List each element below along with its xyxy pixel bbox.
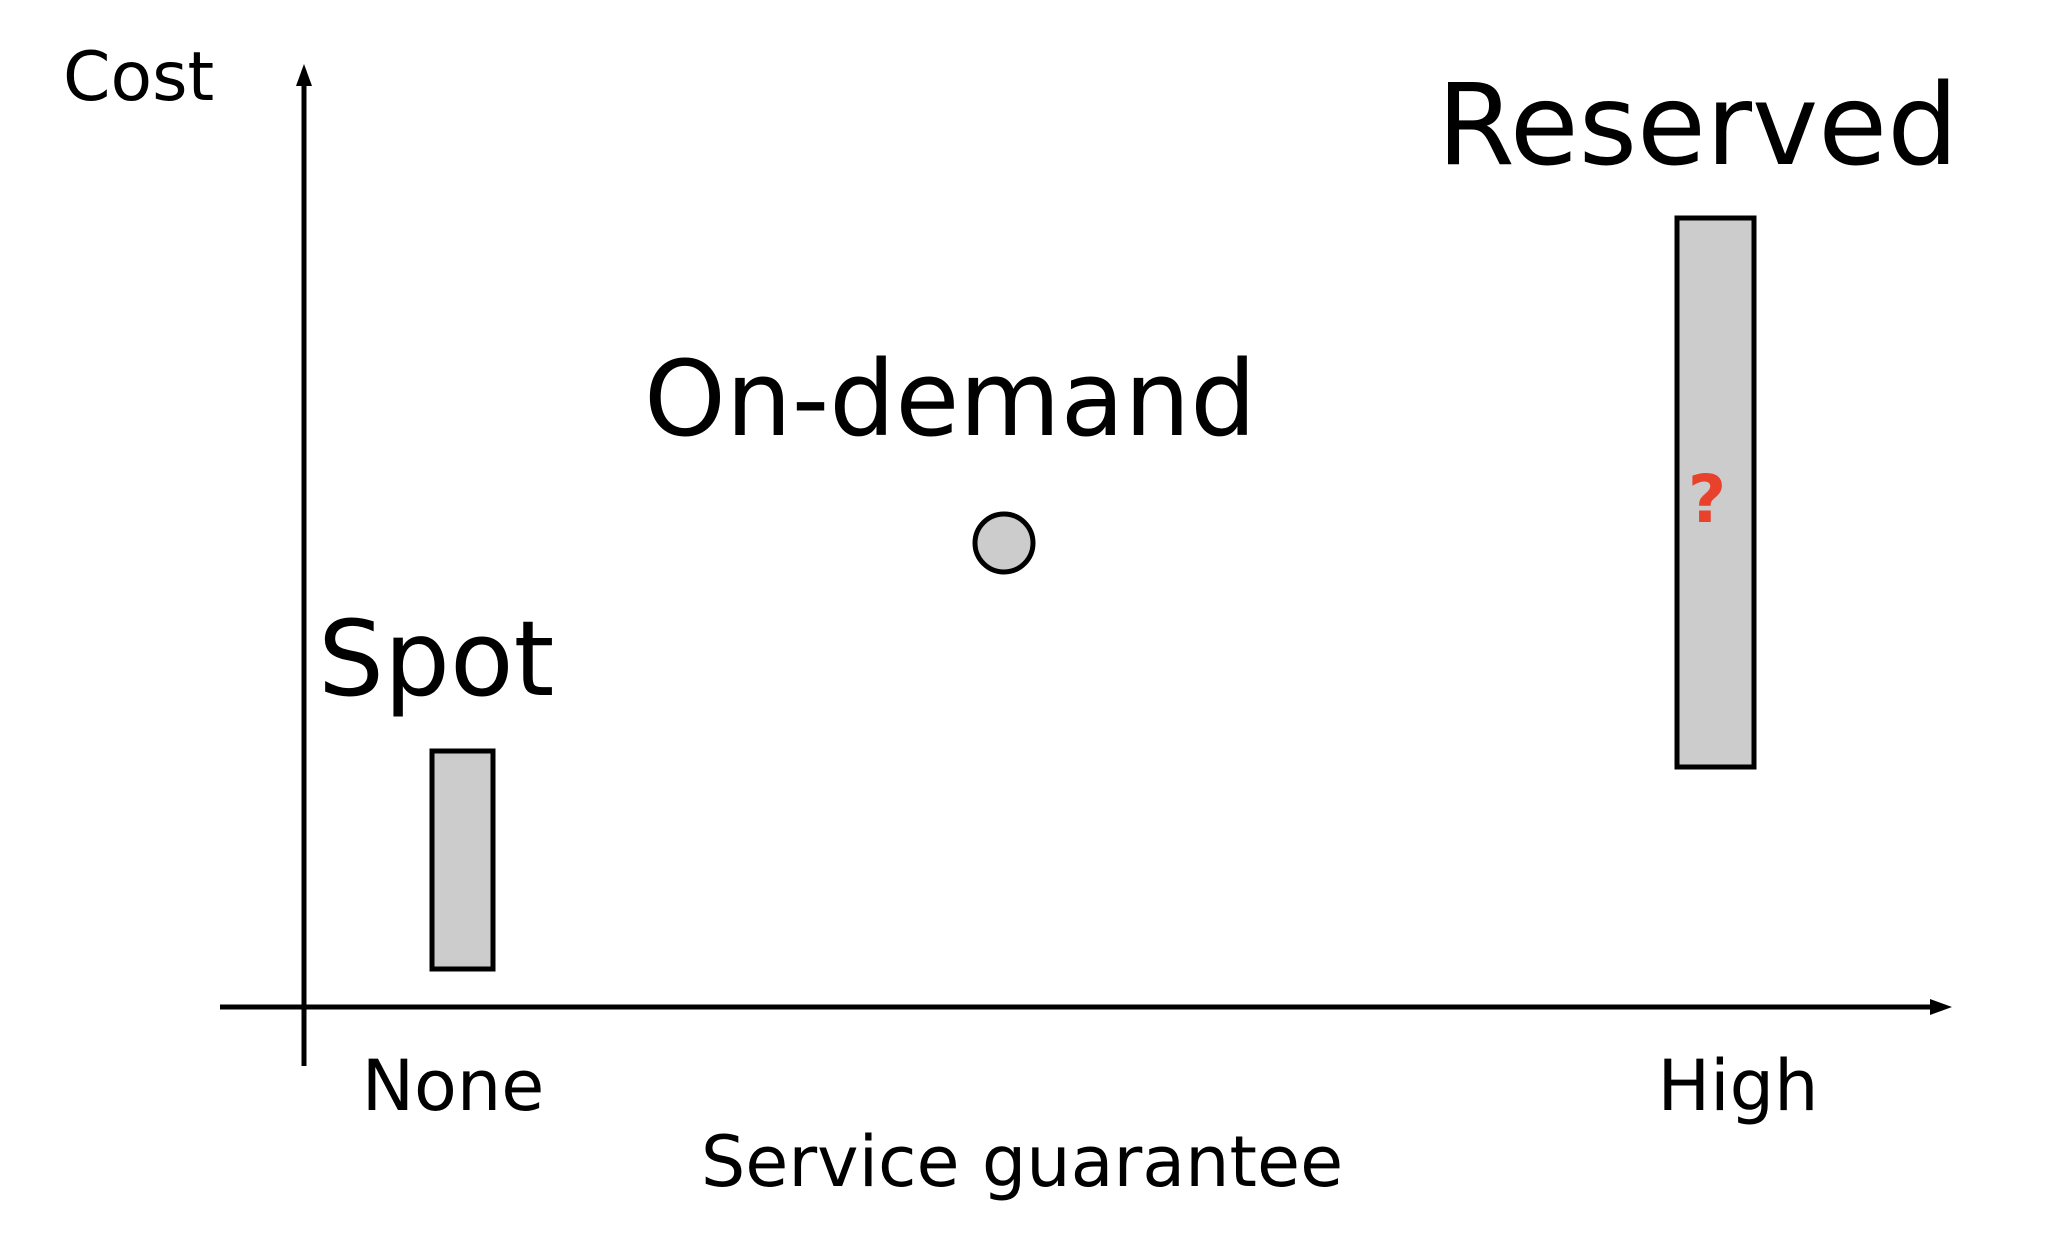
spot-range-bar (429, 748, 496, 972)
x-axis-arrowhead (1930, 999, 1952, 1015)
spot-label: Spot (318, 598, 554, 720)
on-demand-label: On-demand (644, 338, 1256, 460)
y-axis-arrowhead (296, 64, 312, 86)
on-demand-point (972, 511, 1036, 575)
x-axis-label: Service guarantee (701, 1121, 1343, 1203)
y-axis-label: Cost (63, 38, 214, 117)
reserved-range-bar (1674, 215, 1757, 770)
x-axis-min-label: None (362, 1045, 545, 1127)
x-axis-max-label: High (1658, 1045, 1819, 1127)
reserved-question-mark: ? (1688, 461, 1726, 538)
reserved-label: Reserved (1437, 61, 1958, 191)
